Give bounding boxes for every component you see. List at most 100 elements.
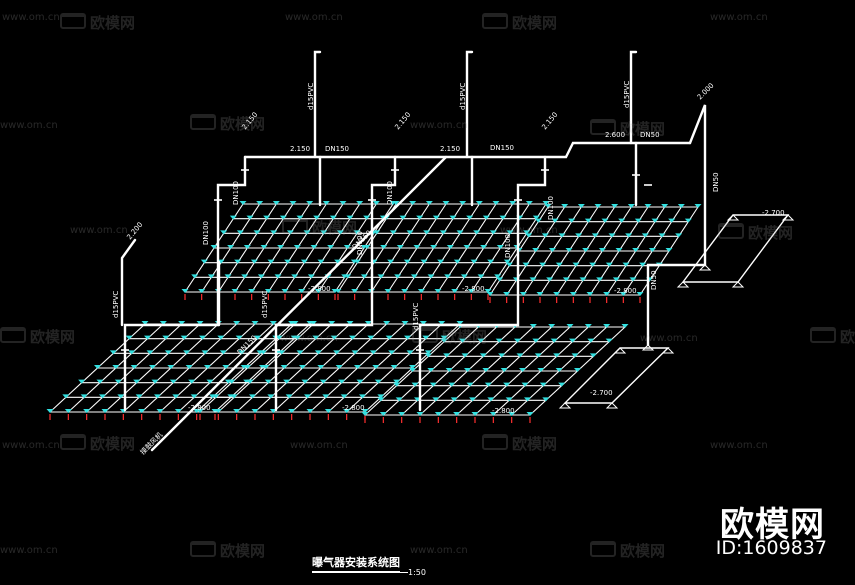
watermark-logo: 欧模网 bbox=[718, 222, 793, 243]
diffuser-head bbox=[264, 289, 272, 293]
support-foot bbox=[726, 214, 740, 221]
diffuser-head bbox=[327, 245, 335, 249]
diffuser-head bbox=[156, 409, 164, 413]
diffuser-head bbox=[222, 365, 230, 369]
diffuser-head bbox=[317, 259, 325, 264]
diffuser-head bbox=[314, 350, 322, 355]
diffuser-head bbox=[279, 215, 287, 220]
watermark-url: www.om.cn bbox=[70, 225, 128, 236]
diffuser-head bbox=[440, 335, 448, 340]
diffuser-head bbox=[296, 215, 304, 220]
diffuser-head bbox=[304, 394, 311, 399]
diffuser-head bbox=[534, 218, 542, 223]
diffuser-head bbox=[300, 259, 308, 264]
diffuser-head bbox=[393, 379, 401, 384]
diffuser-head bbox=[404, 335, 411, 340]
watermark-logo: 欧模网 bbox=[590, 118, 665, 139]
diffuser-head bbox=[336, 230, 344, 235]
label-dn50-right: DN50 bbox=[712, 172, 720, 192]
diffuser-head bbox=[521, 382, 529, 387]
diffuser-head bbox=[621, 324, 629, 328]
diffuser-head bbox=[496, 245, 504, 249]
diffuser-head bbox=[263, 215, 271, 220]
diffuser-head bbox=[361, 409, 369, 413]
diffuser-head bbox=[217, 259, 225, 264]
small-frames bbox=[563, 214, 790, 404]
label-dn100-1: DN100 bbox=[232, 181, 240, 205]
drop-lower-2 bbox=[274, 273, 374, 412]
diffuser-head bbox=[178, 321, 186, 325]
diffuser-head bbox=[373, 230, 381, 235]
diffuser-head bbox=[495, 338, 503, 343]
diffuser-head bbox=[356, 201, 364, 205]
diffuser-head bbox=[283, 379, 291, 384]
diffuser-head bbox=[319, 379, 327, 384]
label-elev-2600: 2.600 bbox=[605, 131, 625, 139]
diffuser-grids bbox=[46, 201, 702, 423]
label-dn100-2: DN100 bbox=[386, 181, 394, 205]
label-dn50-lower: DN50 bbox=[650, 270, 658, 290]
diffuser-head bbox=[629, 277, 637, 282]
diffuser-head bbox=[648, 248, 656, 252]
label-elev-2800-3: -2.800 bbox=[614, 287, 637, 295]
diffuser-head bbox=[294, 335, 301, 340]
diffuser-head bbox=[615, 248, 623, 252]
diffuser-head bbox=[196, 409, 204, 413]
diffuser-head bbox=[272, 201, 280, 205]
label-dn50-top: DN50 bbox=[640, 131, 660, 139]
sofa-logo-icon bbox=[0, 327, 26, 343]
watermark-url: www.om.cn bbox=[2, 440, 60, 451]
diffuser-head bbox=[254, 335, 261, 340]
diffuser-head bbox=[589, 262, 597, 267]
watermark-url: www.om.cn bbox=[410, 120, 468, 131]
diffuser-head bbox=[154, 394, 161, 399]
diffuser-head bbox=[445, 368, 453, 372]
diffuser-head bbox=[80, 394, 88, 399]
diffuser-head bbox=[335, 365, 343, 369]
diffuser-head bbox=[253, 230, 261, 235]
diffuser-head bbox=[572, 262, 580, 267]
diffuser-head bbox=[353, 259, 361, 264]
diffuser-head bbox=[505, 397, 513, 402]
diffuser-head bbox=[101, 409, 109, 413]
diffuser-head bbox=[553, 353, 561, 358]
diffuser-head bbox=[264, 379, 272, 384]
diffuser-head bbox=[364, 321, 372, 325]
diffuser-head bbox=[299, 365, 306, 369]
diffuser-head bbox=[274, 274, 282, 279]
diffuser-head bbox=[558, 233, 566, 238]
label-elev-2700-1: -2.700 bbox=[762, 209, 785, 217]
diffuser-head bbox=[639, 262, 647, 267]
diffuser-head bbox=[96, 379, 104, 384]
diffuser-head bbox=[234, 259, 242, 264]
diffuser-head bbox=[505, 262, 513, 267]
watermark-url: www.om.cn bbox=[285, 12, 343, 23]
diffuser-head bbox=[550, 338, 558, 343]
diffuser-head bbox=[235, 335, 243, 340]
diffuser-head bbox=[361, 412, 369, 416]
diffuser-head bbox=[684, 218, 692, 223]
drawing-scale: 1:50 bbox=[408, 568, 426, 577]
drop-upper-1 bbox=[216, 155, 247, 277]
diffuser-head bbox=[409, 365, 416, 369]
diffuser-head bbox=[539, 262, 547, 267]
diffuser-head bbox=[489, 230, 497, 235]
diffuser-head bbox=[509, 201, 517, 205]
diffuser-head bbox=[598, 248, 606, 252]
diffuser-head bbox=[532, 215, 540, 220]
watermark-logo: 欧模网 bbox=[482, 12, 557, 33]
diffuser-head bbox=[206, 379, 214, 384]
label-elev-2700-2: -2.700 bbox=[590, 389, 613, 397]
watermark-logo-text: 欧模网 bbox=[620, 542, 666, 560]
diffuser-head bbox=[141, 321, 149, 325]
sofa-logo-icon bbox=[482, 434, 508, 450]
diffuser-head bbox=[432, 215, 440, 220]
sofa-logo-icon bbox=[60, 434, 86, 450]
diffuser-head bbox=[224, 274, 232, 279]
diffuser-head bbox=[432, 397, 440, 402]
diffuser-head bbox=[440, 338, 448, 343]
diffuser-head bbox=[199, 335, 206, 340]
diffuser-head bbox=[410, 274, 418, 279]
diffuser-head bbox=[322, 394, 330, 399]
diffuser-head bbox=[618, 218, 626, 223]
